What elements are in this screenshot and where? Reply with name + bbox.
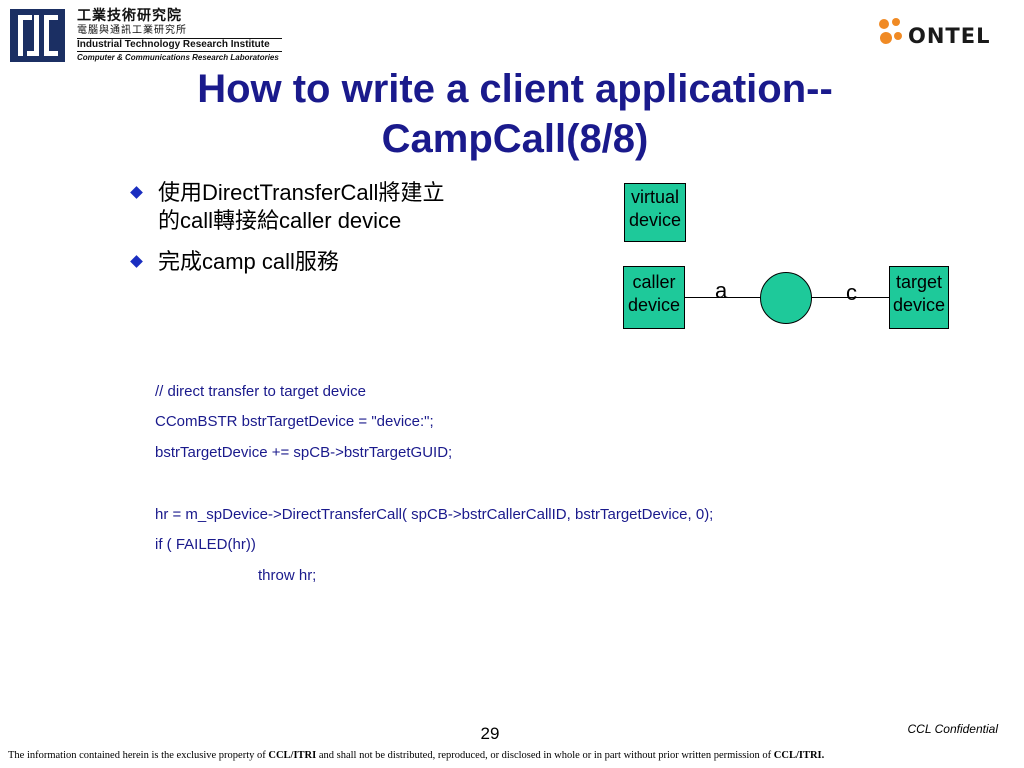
connection-line-a	[684, 297, 760, 298]
connection-label-c: c	[846, 280, 857, 305]
code-line: if ( FAILED(hr))	[155, 536, 256, 553]
box-label: target	[895, 272, 943, 292]
itri-en-name: Industrial Technology Research Institute	[77, 38, 282, 52]
virtual-device-box: virtual device	[624, 183, 686, 242]
caller-device-box: caller device	[623, 266, 685, 329]
footer-note-prefix: The information contained herein is the …	[8, 750, 269, 761]
slide-title: How to write a client application-- Camp…	[120, 64, 910, 164]
footer-note-bold: CCL/ITRI	[268, 750, 317, 761]
itri-en-lab: Computer & Communications Research Labor…	[77, 53, 279, 62]
itri-logo-text: 工業技術研究院 電腦與通訊工業研究所 Industrial Technology…	[77, 8, 282, 63]
bullet-text-line1: 完成camp call服務	[158, 249, 339, 274]
code-line: bstrTargetDevice += spCB->bstrTargetGUID…	[155, 444, 453, 461]
itri-zh-lab: 電腦與通訊工業研究所	[77, 25, 187, 36]
itri-logo-mark	[10, 9, 65, 62]
code-line: throw hr;	[258, 567, 317, 584]
box-label: device	[892, 295, 946, 315]
itri-zh-name: 工業技術研究院	[77, 8, 182, 24]
bullet-text-line2: 的call轉接給caller device	[158, 208, 402, 233]
ontel-logo-text: ONTEL	[908, 24, 990, 48]
page-number: 29	[480, 724, 500, 743]
code-line: CComBSTR bstrTargetDevice = "device:";	[155, 413, 434, 430]
bullet-item: 完成camp call服務	[130, 248, 502, 276]
call-node-circle	[760, 272, 812, 324]
ontel-logo: ONTEL	[879, 18, 990, 48]
connection-line-c	[811, 297, 889, 298]
confidential-label: CCL Confidential	[907, 722, 999, 736]
connection-label-a: a	[715, 278, 728, 303]
footer-note-bold: CCL/ITRI.	[773, 750, 825, 761]
box-label: virtual	[630, 187, 679, 207]
diamond-bullet-icon	[130, 255, 143, 268]
diamond-bullet-icon	[130, 186, 143, 199]
footer-disclaimer: The information contained herein is the …	[8, 750, 1018, 761]
box-label: caller	[632, 272, 676, 292]
code-line: // direct transfer to target device	[155, 383, 366, 400]
target-device-box: target device	[889, 266, 949, 329]
slide-title-line1: How to write a client application--	[197, 67, 833, 111]
box-label: device	[627, 295, 681, 315]
code-line: hr = m_spDevice->DirectTransferCall( spC…	[155, 506, 714, 523]
box-label: device	[628, 210, 682, 230]
bullet-item: 使用DirectTransferCall將建立 的call轉接給caller d…	[130, 179, 502, 235]
slide-title-line2: CampCall(8/8)	[381, 117, 649, 161]
bullet-text-line1: 使用DirectTransferCall將建立	[158, 180, 445, 205]
footer-note-middle: and shall not be distributed, reproduced…	[316, 750, 774, 761]
